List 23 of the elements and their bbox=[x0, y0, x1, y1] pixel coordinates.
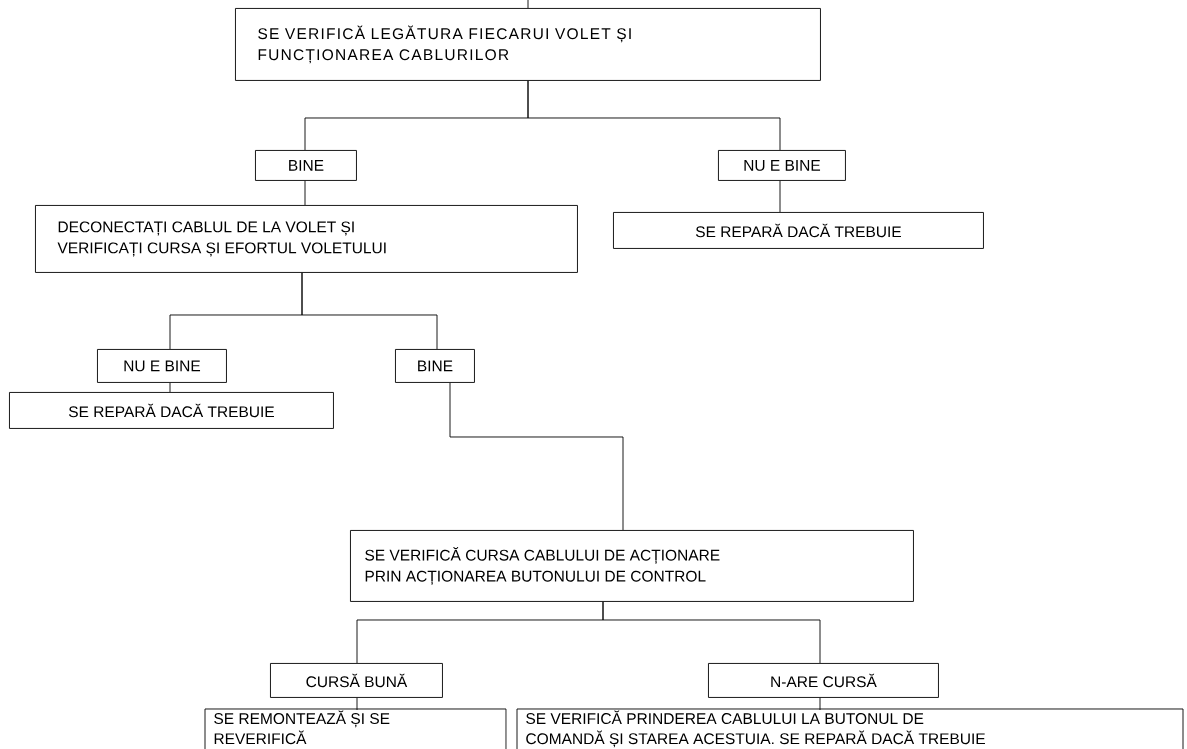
step-box: SE REPARĂ DACĂ TREBUIE bbox=[9, 392, 334, 429]
connector-line bbox=[301, 272, 438, 350]
connector-line bbox=[819, 697, 821, 711]
step-box: DECONECTAȚI CABLUL DE LA VOLET ȘI VERIFICAȚI CURSA ȘI EFORTUL VOLETULUI bbox=[35, 205, 578, 273]
connector-line bbox=[602, 601, 821, 664]
step-box: SE REPARĂ DACĂ TREBUIE bbox=[613, 212, 984, 249]
connector-line bbox=[527, 80, 781, 151]
step-box: SE REMONTEAZĂ ȘI SE REVERIFICĂ bbox=[204, 708, 507, 749]
result-box: NU E BINE bbox=[718, 150, 846, 181]
result-box: N-ARE CURSĂ bbox=[708, 663, 939, 698]
connector-line bbox=[449, 382, 624, 531]
connector-line bbox=[356, 697, 358, 711]
connector-line bbox=[527, 0, 529, 9]
result-box: BINE bbox=[255, 150, 357, 181]
connector-line bbox=[169, 382, 171, 393]
result-box: BINE bbox=[395, 349, 475, 383]
result-box: CURSĂ BUNĂ bbox=[270, 663, 443, 698]
connector-line bbox=[304, 180, 306, 206]
connector-line bbox=[779, 180, 781, 213]
result-box: NU E BINE bbox=[97, 349, 227, 383]
step-box: SE VERIFICĂ CURSA CABLULUI DE ACȚIONARE PRIN ACȚIONAREA BUTONULUI DE CONTROL bbox=[350, 530, 914, 602]
step-box: SE VERIFICĂ PRINDEREA CABLULUI LA BUTONUL DE COMANDĂ ȘI STAREA ACESTUIA. SE REPARĂ DACĂ TREBUIE bbox=[516, 708, 1184, 749]
step-box: SE VERIFICĂ LEGĂTURA FIECARUI VOLET ȘI FUNCȚIONAREA CABLURILOR bbox=[235, 8, 821, 81]
